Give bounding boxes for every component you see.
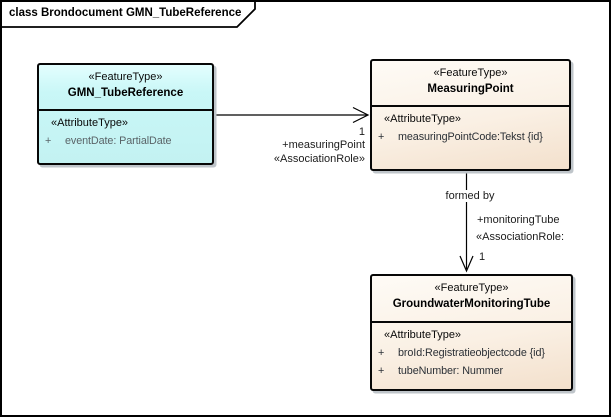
class-stereotype: «FeatureType» xyxy=(433,67,508,79)
class-name: GroundwaterMonitoringTube xyxy=(392,298,551,310)
class-stereotype: «FeatureType» xyxy=(88,71,163,83)
attribute-row: + tubeNumber: Nummer xyxy=(372,365,571,378)
attribute-text: eventDate: PartialDate xyxy=(65,135,172,147)
attribute-compartment: «AttributeType» + measuringPointCode:Tek… xyxy=(372,105,569,144)
attribute-text: measuringPointCode:Tekst {id} xyxy=(398,131,543,143)
class-groundwatermonitoringtube[interactable]: «FeatureType» GroundwaterMonitoringTube … xyxy=(370,274,573,391)
assoc-monitoringtube-multiplicity: 1 xyxy=(479,251,486,263)
attribute-row: + broId:Registratieobjectcode {id} xyxy=(372,347,571,360)
attribute-row: + measuringPointCode:Tekst {id} xyxy=(372,131,569,144)
attribute-text: broId:Registratieobjectcode {id} xyxy=(398,347,545,359)
attribute-stereotype: «AttributeType» xyxy=(51,117,129,129)
class-header: «FeatureType» GroundwaterMonitoringTube xyxy=(372,276,571,321)
attribute-stereotype: «AttributeType» xyxy=(384,113,462,125)
attribute-compartment: «AttributeType» + eventDate: PartialDate xyxy=(39,109,212,148)
class-header: «FeatureType» MeasuringPoint xyxy=(372,61,569,105)
association-measuringpoint-arrowhead-icon xyxy=(352,106,370,124)
class-name: MeasuringPoint xyxy=(427,83,514,95)
class-gmn-tubereference[interactable]: «FeatureType» GMN_TubeReference «Attribu… xyxy=(37,63,214,165)
attribute-compartment: «AttributeType» + broId:Registratieobjec… xyxy=(372,321,571,378)
attribute-text: tubeNumber: Nummer xyxy=(398,365,504,377)
assoc-measuringpoint-role: +measuringPoint xyxy=(282,139,365,151)
assoc-measuringpoint-stereotype: «AssociationRole» xyxy=(273,153,365,165)
class-header: «FeatureType» GMN_TubeReference xyxy=(39,65,212,109)
association-monitoringtube-arrowhead-icon xyxy=(459,255,474,273)
attribute-row: + eventDate: PartialDate xyxy=(39,135,212,148)
frame-tab-outline xyxy=(2,2,256,28)
class-stereotype: «FeatureType» xyxy=(434,282,509,294)
visibility-symbol: + xyxy=(45,135,52,147)
visibility-symbol: + xyxy=(378,365,385,377)
frame-title: class Brondocument GMN_TubeReference xyxy=(9,7,242,19)
attribute-stereotype: «AttributeType» xyxy=(384,329,462,341)
visibility-symbol: + xyxy=(378,131,385,143)
class-measuringpoint[interactable]: «FeatureType» MeasuringPoint «AttributeT… xyxy=(370,59,571,171)
visibility-symbol: + xyxy=(378,347,385,359)
assoc-monitoringtube-stereotype: «AssociationRole: xyxy=(476,231,565,243)
assoc-measuringpoint-multiplicity: 1 xyxy=(358,126,365,138)
class-name: GMN_TubeReference xyxy=(67,87,184,99)
assoc-monitoringtube-name: formed by xyxy=(442,190,498,202)
assoc-monitoringtube-role: +monitoringTube xyxy=(477,214,560,226)
